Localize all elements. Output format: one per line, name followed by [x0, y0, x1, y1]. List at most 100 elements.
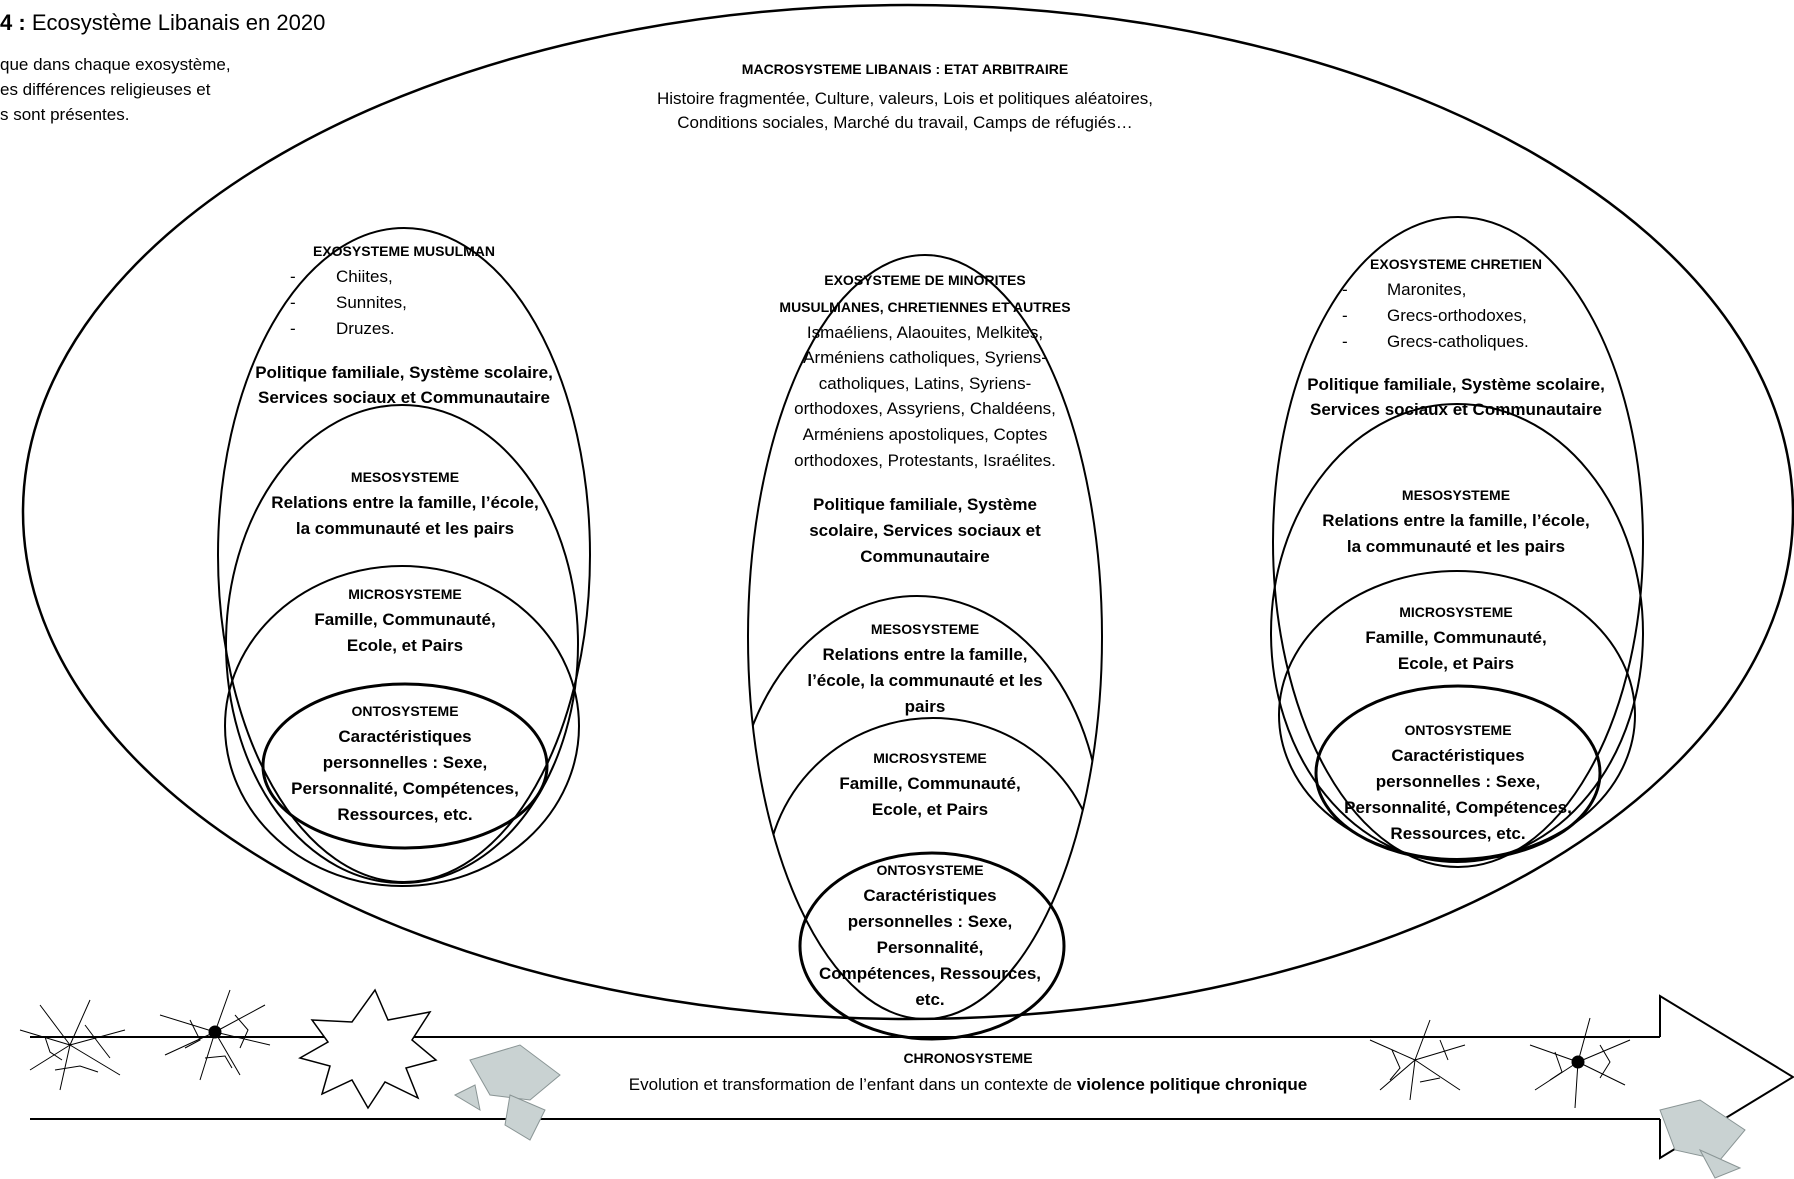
note-line-1: que dans chaque exosystème, — [0, 55, 231, 74]
exo-right-list: - Maronites, - Grecs-orthodoxes, - Grecs… — [1342, 280, 1529, 351]
cracked-glass-right-1-icon — [1369, 1019, 1466, 1101]
glass-shards-right-icon — [1659, 1099, 1746, 1179]
figure-note: que dans chaque exosystème, es différenc… — [0, 52, 292, 127]
svg-text:-: - — [1342, 280, 1348, 299]
exo-left-item-2: Sunnites, — [336, 293, 407, 312]
onto-center-line-1: Caractéristiques — [863, 886, 996, 905]
exo-right-item-2: Grecs-orthodoxes, — [1387, 306, 1527, 325]
meso-center-line-1: Relations entre la famille, — [822, 645, 1027, 664]
micro-right-line-2: Ecole, et Pairs — [1398, 654, 1514, 673]
meso-left-title: MESOSYSTEME — [351, 469, 459, 485]
micro-right-title: MICROSYSTEME — [1399, 604, 1513, 620]
figure-title: 4 : Ecosystème Libanais en 2020 — [0, 10, 325, 36]
meso-left-line-2: la communauté et les pairs — [296, 519, 514, 538]
micro-right-line-1: Famille, Communauté, — [1365, 628, 1546, 647]
meso-center-line-2: l’école, la communauté et les — [807, 671, 1042, 690]
micro-center-title: MICROSYSTEME — [873, 750, 987, 766]
cracked-glass-left-1-icon — [19, 999, 126, 1091]
ontosystem-right-ellipse — [1314, 684, 1602, 862]
onto-left-title: ONTOSYSTEME — [351, 703, 458, 719]
note-line-3: s sont présentes. — [0, 105, 130, 124]
svg-text:-: - — [290, 319, 296, 338]
svg-text:-: - — [1342, 332, 1348, 351]
figure-number: 4 : — [0, 10, 26, 35]
glass-shards-left-icon — [453, 1044, 561, 1141]
onto-left-line-4: Ressources, etc. — [337, 805, 472, 824]
right-ellipses — [1270, 216, 1644, 868]
exo-left-item-3: Druzes. — [336, 319, 395, 338]
exo-right-policy-2: Services sociaux et Communautaire — [1310, 400, 1602, 419]
exo-left-policy-1: Politique familiale, Système scolaire, — [255, 363, 553, 382]
exo-center-line-6: orthodoxes, Protestants, Israélites. — [794, 451, 1056, 470]
meso-right-line-2: la communauté et les pairs — [1347, 537, 1565, 556]
onto-left-line-1: Caractéristiques — [338, 727, 471, 746]
chronosystem-emphasis: violence politique chronique — [1077, 1075, 1307, 1094]
svg-text:-: - — [1342, 306, 1348, 325]
ontosystem-left-ellipse — [261, 682, 549, 850]
exo-center-policy-3: Communautaire — [860, 547, 989, 566]
macrosystem-ellipse — [22, 3, 1794, 1021]
explosion-star-icon — [298, 988, 438, 1110]
onto-right-line-1: Caractéristiques — [1391, 746, 1524, 765]
cracked-glass-right-2-icon — [1529, 1017, 1631, 1109]
onto-left-line-2: personnelles : Sexe, — [323, 753, 487, 772]
meso-left-line-1: Relations entre la famille, l’école, — [271, 493, 538, 512]
onto-center-line-5: etc. — [915, 990, 944, 1009]
svg-text:-: - — [290, 293, 296, 312]
mesosystem-right-ellipse — [1270, 403, 1644, 863]
exo-right-policy-1: Politique familiale, Système scolaire, — [1307, 375, 1605, 394]
chronosystem-title: CHRONOSYSTEME — [903, 1050, 1032, 1066]
exosystem-right-ellipse — [1272, 216, 1644, 868]
exo-center-policy-2: scolaire, Services sociaux et — [809, 521, 1041, 540]
macrosystem-title: MACROSYSTEME LIBANAIS : ETAT ARBITRAIRE — [742, 61, 1068, 77]
micro-left-line-2: Ecole, et Pairs — [347, 636, 463, 655]
macrosystem-line-2: Conditions sociales, Marché du travail, … — [677, 113, 1132, 132]
exo-center-policy-1: Politique familiale, Système — [813, 495, 1037, 514]
exo-right-title: EXOSYSTEME CHRETIEN — [1370, 256, 1542, 272]
svg-text:-: - — [290, 267, 296, 286]
exo-right-item-1: Maronites, — [1387, 280, 1466, 299]
figure-caption: Ecosystème Libanais en 2020 — [31, 10, 326, 35]
onto-right-line-4: Ressources, etc. — [1390, 824, 1525, 843]
onto-center-line-4: Compétences, Ressources, — [819, 964, 1041, 983]
microsystem-left-ellipse — [224, 565, 580, 887]
meso-center-title: MESOSYSTEME — [871, 621, 979, 637]
note-line-2: es différences religieuses et — [0, 80, 211, 99]
exo-right-item-3: Grecs-catholiques. — [1387, 332, 1529, 351]
onto-center-title: ONTOSYSTEME — [876, 862, 983, 878]
exo-center-line-4: orthodoxes, Assyriens, Chaldéens, — [794, 399, 1056, 418]
chronosystem-arrow — [30, 994, 1794, 1160]
ontosystem-center-ellipse — [798, 851, 1066, 1041]
onto-right-title: ONTOSYSTEME — [1404, 722, 1511, 738]
meso-center-line-3: pairs — [905, 697, 946, 716]
exo-left-item-1: Chiites, — [336, 267, 393, 286]
micro-left-title: MICROSYSTEME — [348, 586, 462, 602]
onto-right-line-2: personnelles : Sexe, — [1376, 772, 1540, 791]
left-ellipses — [217, 227, 591, 887]
onto-center-line-3: Personnalité, — [877, 938, 984, 957]
exo-center-title-1: EXOSYSTEME DE MINORITES — [824, 272, 1025, 288]
exo-left-policy-2: Services sociaux et Communautaire — [258, 388, 550, 407]
exo-left-title: EXOSYSTEME MUSULMAN — [313, 243, 495, 259]
exosystem-center-ellipse — [747, 254, 1103, 1020]
onto-right-line-3: Personnalité, Compétences, — [1344, 798, 1572, 817]
exo-center-line-5: Arméniens apostoliques, Coptes — [803, 425, 1048, 444]
cracked-glass-left-2-icon — [159, 989, 271, 1081]
chronosystem-description: Evolution et transformation de l’enfant … — [629, 1075, 1307, 1094]
macrosystem-line-1: Histoire fragmentée, Culture, valeurs, L… — [657, 89, 1153, 108]
micro-left-line-1: Famille, Communauté, — [314, 610, 495, 629]
onto-center-line-2: personnelles : Sexe, — [848, 912, 1012, 931]
exo-center-line-2: Arméniens catholiques, Syriens- — [803, 348, 1047, 367]
meso-right-title: MESOSYSTEME — [1402, 487, 1510, 503]
mesosystem-left-ellipse — [225, 404, 579, 884]
exo-center-title-2: MUSULMANES, CHRETIENNES ET AUTRES — [779, 299, 1070, 315]
micro-center-line-1: Famille, Communauté, — [839, 774, 1020, 793]
chronosystem-text: Evolution et transformation de l’enfant … — [629, 1075, 1077, 1094]
exo-left-list: - Chiites, - Sunnites, - Druzes. — [290, 267, 407, 338]
micro-center-line-2: Ecole, et Pairs — [872, 800, 988, 819]
exo-center-line-1: Ismaéliens, Alaouites, Melkites, — [807, 323, 1043, 342]
exo-center-line-3: catholiques, Latins, Syriens- — [819, 374, 1032, 393]
onto-left-line-3: Personnalité, Compétences, — [291, 779, 519, 798]
meso-right-line-1: Relations entre la famille, l’école, — [1322, 511, 1589, 530]
